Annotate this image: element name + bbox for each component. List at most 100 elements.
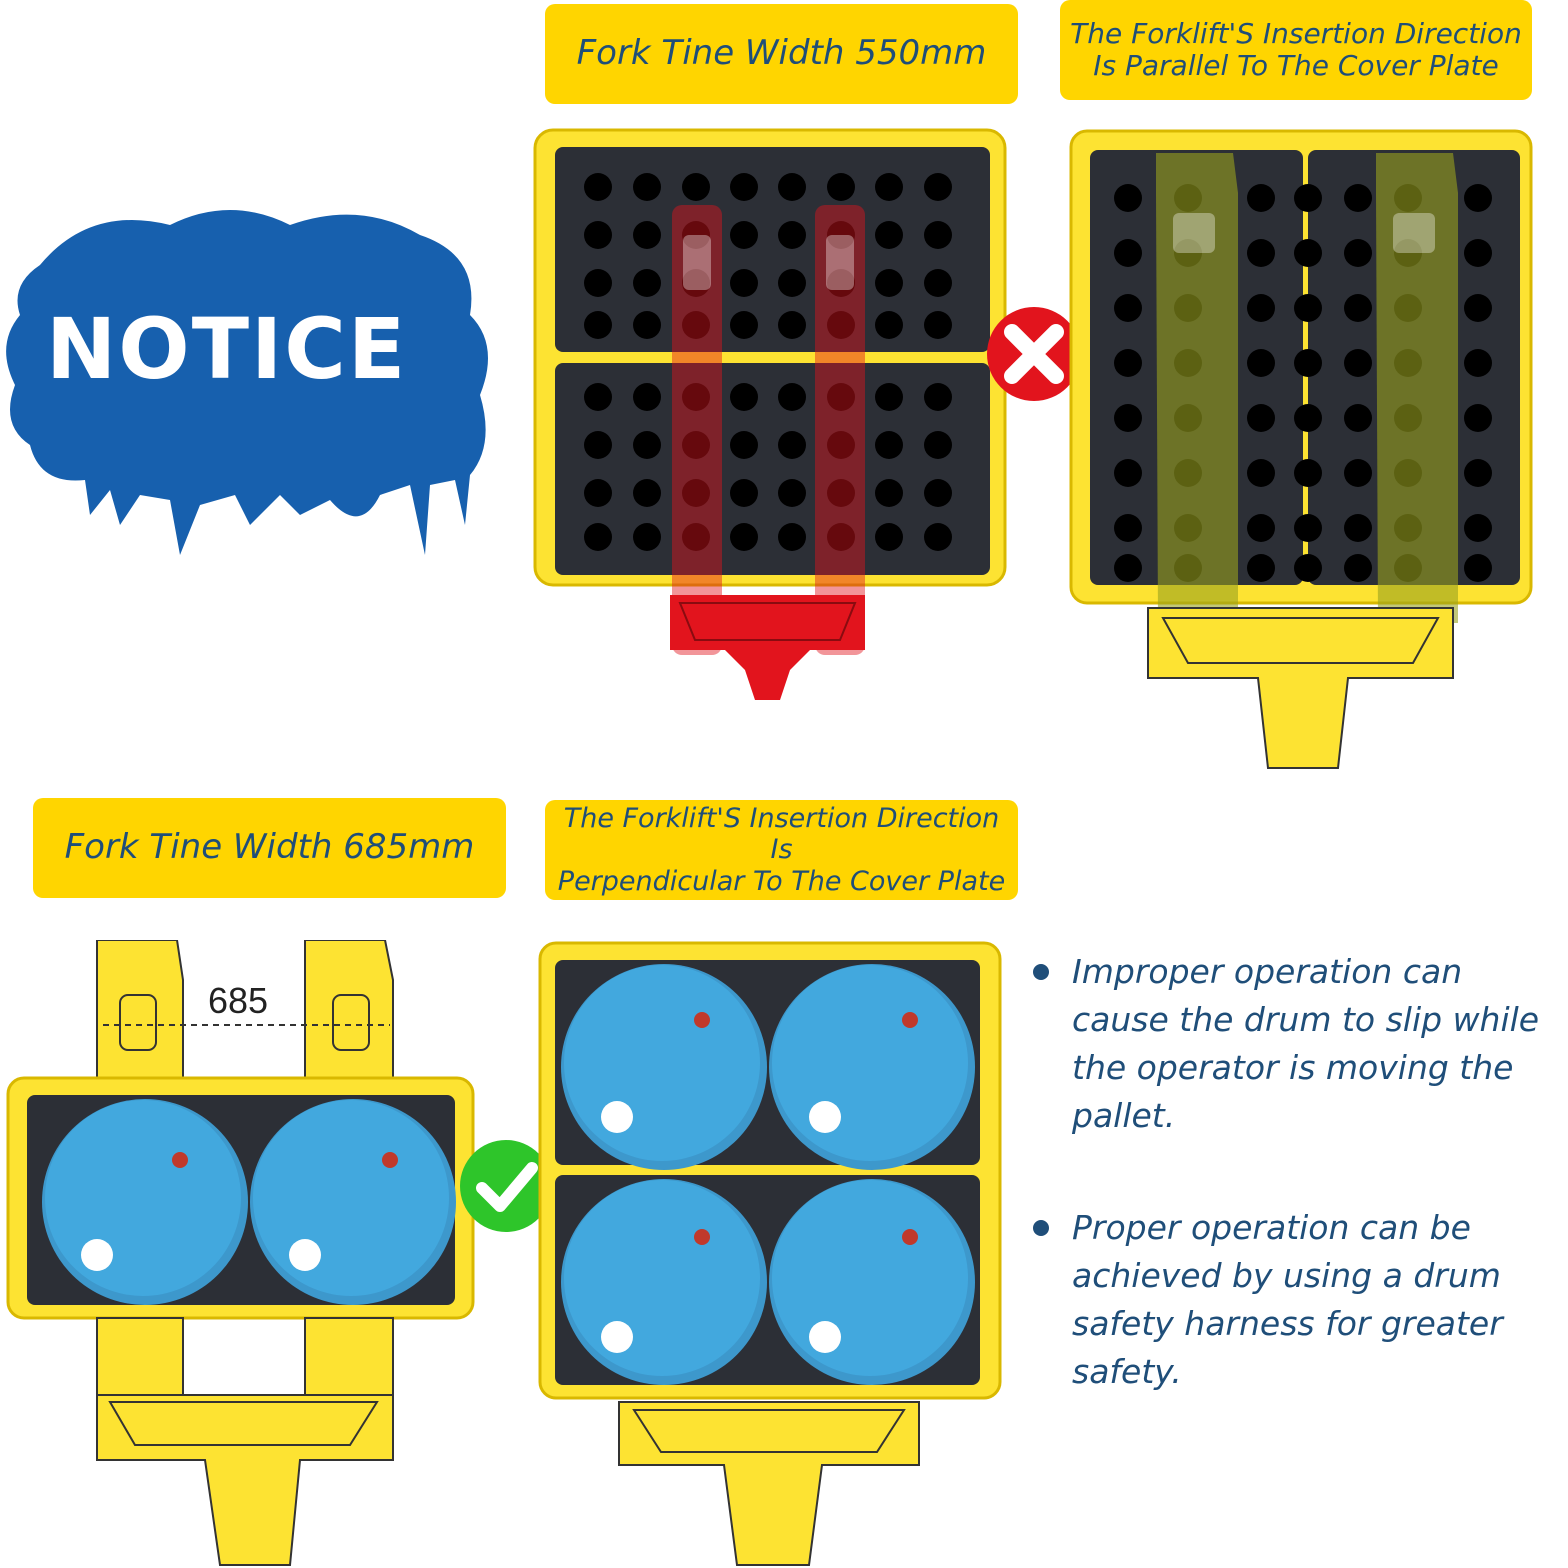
pallet-hole: [1114, 294, 1142, 322]
pallet-hole: [633, 269, 661, 297]
pallet-figure-550-wrong: [533, 128, 1007, 700]
pallet-hole: [778, 221, 806, 249]
pallet-hole: [682, 523, 710, 551]
pallet-hole: [1464, 404, 1492, 432]
label-fork-width-685: Fork Tine Width 685mm: [33, 798, 506, 898]
pallet-hole: [1294, 554, 1322, 582]
pallet-hole: [1344, 239, 1372, 267]
pallet-hole: [730, 311, 758, 339]
pallet-hole: [730, 523, 758, 551]
pallet-hole: [827, 221, 855, 249]
pallet-hole: [827, 431, 855, 459]
label-parallel-line1: The Forklift'S Insertion Direction: [1070, 16, 1522, 50]
bullet-dot-icon: [1033, 964, 1049, 980]
note-text: Proper operation can be achieved by usin…: [1072, 1208, 1503, 1391]
pallet-hole: [584, 523, 612, 551]
pallet-hole: [1247, 184, 1275, 212]
pallet-hole: [682, 479, 710, 507]
pallet-hole: [875, 173, 903, 201]
label-fork-width-685-text: Fork Tine Width 685mm: [64, 827, 475, 868]
pallet-hole: [924, 221, 952, 249]
pallet-hole: [1464, 554, 1492, 582]
pallet-hole: [584, 269, 612, 297]
pallet-hole: [1344, 184, 1372, 212]
label-fork-width-550: Fork Tine Width 550mm: [545, 4, 1018, 104]
pallet-hole: [827, 311, 855, 339]
pallet-hole: [682, 431, 710, 459]
notice-badge: [0, 195, 500, 565]
pallet-hole: [1247, 554, 1275, 582]
label-perpendicular-line2: Perpendicular To The Cover Plate: [557, 865, 1006, 897]
pallet-hole: [1294, 294, 1322, 322]
pallet-hole: [1294, 459, 1322, 487]
pallet-hole: [633, 431, 661, 459]
pallet-hole: [682, 173, 710, 201]
bullet-dot-icon: [1033, 1220, 1049, 1236]
pallet-hole: [1114, 184, 1142, 212]
pallet-hole: [778, 269, 806, 297]
pallet-hole: [1344, 349, 1372, 377]
pallet-hole: [1464, 294, 1492, 322]
pallet-hole: [1114, 239, 1142, 267]
pallet-hole: [1114, 514, 1142, 542]
pallet-hole: [1344, 404, 1372, 432]
pallet-hole: [1247, 349, 1275, 377]
pallet-hole: [633, 173, 661, 201]
pallet-hole: [778, 431, 806, 459]
pallet-hole: [1464, 239, 1492, 267]
pallet-hole: [1464, 459, 1492, 487]
pallet-hole: [1247, 514, 1275, 542]
pallet-hole: [1247, 404, 1275, 432]
pallet-hole: [584, 383, 612, 411]
pallet-hole: [682, 383, 710, 411]
note-item: Proper operation can be achieved by usin…: [1030, 1204, 1550, 1396]
pallet-hole: [875, 221, 903, 249]
pallet-hole: [1344, 514, 1372, 542]
pallet-hole: [584, 431, 612, 459]
pallet-hole: [827, 173, 855, 201]
pallet-hole: [924, 173, 952, 201]
pallet-hole: [1344, 294, 1372, 322]
pallet-hole: [875, 311, 903, 339]
pallet-hole: [1294, 184, 1322, 212]
pallet-hole: [1114, 459, 1142, 487]
pallet-figure-parallel: [1069, 129, 1533, 769]
pallet-hole: [827, 523, 855, 551]
pallet-hole: [1114, 404, 1142, 432]
pallet-hole: [633, 221, 661, 249]
pallet-hole: [1464, 349, 1492, 377]
pallet-hole: [633, 383, 661, 411]
pallet-hole: [584, 173, 612, 201]
pallet-hole: [1344, 554, 1372, 582]
pallet-hole: [730, 173, 758, 201]
pallet-hole: [875, 269, 903, 297]
pallet-hole: [584, 479, 612, 507]
pallet-hole: [924, 311, 952, 339]
pallet-hole: [1247, 294, 1275, 322]
check-mark-icon: [458, 1138, 554, 1234]
pallet-hole: [1247, 459, 1275, 487]
pallet-hole: [1294, 514, 1322, 542]
pallet-hole: [730, 383, 758, 411]
pallet-hole: [924, 523, 952, 551]
pallet-hole: [924, 383, 952, 411]
label-parallel-line2: Is Parallel To The Cover Plate: [1093, 49, 1499, 82]
pallet-figure-perpendicular: [538, 941, 1002, 1566]
pallet-hole: [1294, 349, 1322, 377]
pallet-hole: [682, 311, 710, 339]
pallet-hole: [1247, 239, 1275, 267]
pallet-hole: [778, 383, 806, 411]
notice-splash-shape: [6, 210, 488, 555]
pallet-hole: [730, 269, 758, 297]
notes-list: Improper operation can cause the drum to…: [1030, 948, 1550, 1460]
pallet-hole: [1464, 514, 1492, 542]
pallet-hole: [1344, 459, 1372, 487]
pallet-hole: [778, 311, 806, 339]
pallet-hole: [827, 383, 855, 411]
note-text: Improper operation can cause the drum to…: [1072, 952, 1540, 1135]
note-item: Improper operation can cause the drum to…: [1030, 948, 1550, 1140]
pallet-hole: [584, 311, 612, 339]
label-perpendicular-line1: The Forklift'S Insertion Direction Is: [563, 803, 1000, 866]
pallet-hole: [875, 383, 903, 411]
pallet-hole: [1294, 404, 1322, 432]
